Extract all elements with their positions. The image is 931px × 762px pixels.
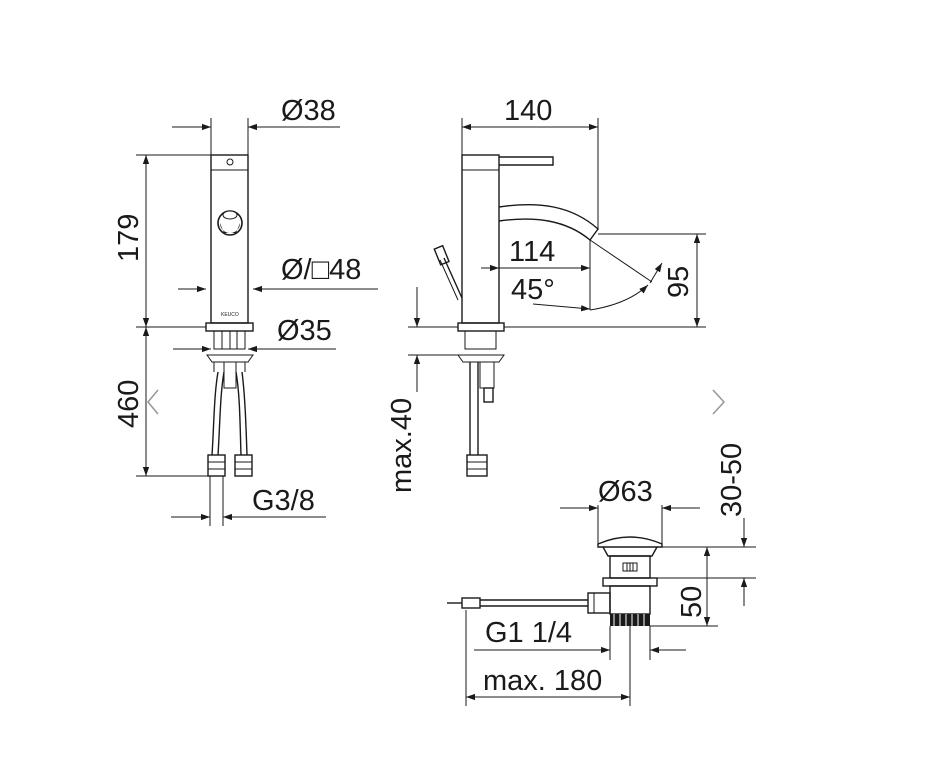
label-drain-thread: G1 1/4: [485, 617, 572, 649]
brand-mark: KEUCO: [221, 312, 239, 318]
label-connection-thread: G3/8: [252, 485, 315, 517]
label-spout-angle: 45°: [511, 274, 555, 306]
spout: [498, 203, 599, 242]
label-adjust-range: 30-50: [716, 443, 748, 517]
label-body-diameter: Ø38: [281, 95, 336, 127]
side-base: [457, 322, 505, 332]
label-plug-diameter: Ø63: [598, 476, 653, 508]
label-spout-height: 95: [663, 266, 695, 298]
label-height: 179: [113, 214, 145, 262]
lever-cap-icon: [217, 210, 243, 236]
drain-connector: [587, 592, 611, 614]
popup-rod: [443, 257, 463, 299]
drain-view: Ø63 30-50 50 G1 1/4 max. 180: [447, 443, 756, 706]
label-max-length: max. 180: [483, 665, 602, 697]
label-hose-length: 460: [113, 380, 145, 428]
front-base: [205, 322, 254, 332]
label-base-size: Ø/□48: [281, 254, 361, 286]
side-hose-nut: [466, 454, 488, 477]
right-hose-nut: [234, 454, 253, 477]
label-projection: 140: [504, 95, 552, 127]
side-faucet-body: [461, 154, 500, 324]
side-view: 140 114 45° 95 max.40: [386, 95, 706, 493]
chevron-right-icon[interactable]: [712, 389, 726, 415]
lever-handle: [499, 156, 554, 166]
front-faucet-body: [210, 154, 249, 324]
left-hose-nut: [207, 454, 226, 477]
right-hose: [241, 371, 248, 456]
label-max-thickness: max.40: [386, 398, 418, 493]
label-base-diameter: Ø35: [277, 315, 332, 347]
front-view: KEUCO Ø38 179: [113, 95, 378, 526]
drain-plug-cap: [597, 536, 663, 548]
label-spout-reach: 114: [509, 236, 555, 268]
label-drain-height: 50: [676, 586, 708, 618]
left-hose: [211, 371, 219, 456]
next-arrow[interactable]: [712, 389, 726, 415]
chevron-left-icon[interactable]: [146, 389, 159, 415]
prev-arrow[interactable]: [146, 389, 159, 415]
